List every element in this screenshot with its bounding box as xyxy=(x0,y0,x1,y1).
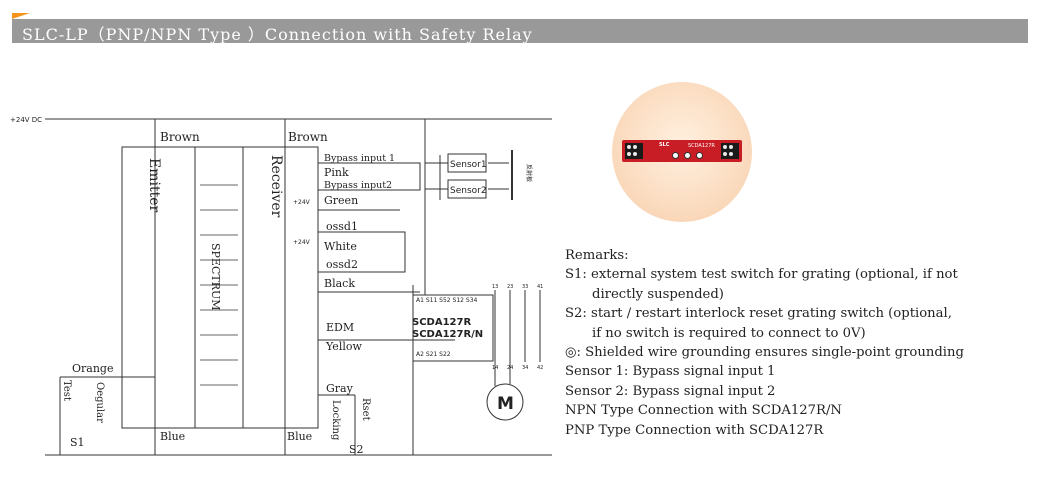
v24-label-a: +24V xyxy=(293,199,311,206)
s2-label: S2 xyxy=(349,443,364,456)
supply-label: +24V DC xyxy=(10,116,42,124)
term-33: 33 xyxy=(522,284,528,290)
edm-label: EDM xyxy=(326,321,354,334)
blue-right-label: Blue xyxy=(287,430,312,443)
s1-label: S1 xyxy=(70,436,85,449)
remark-s1: S1: external system test switch for grat… xyxy=(565,267,958,283)
receiver-box xyxy=(284,146,319,429)
module-led-3 xyxy=(696,152,703,159)
term-23: 23 xyxy=(507,284,513,290)
locking-label: Locking xyxy=(330,400,341,441)
white-label: White xyxy=(324,240,357,253)
emitter-box xyxy=(121,146,156,429)
relay-module-board: SLC SCDA127R xyxy=(622,140,742,162)
module-model: SCDA127R xyxy=(688,143,715,149)
remarks-panel: Remarks: S1: external system test switch… xyxy=(565,246,1015,440)
header-bar: SLC-LP（PNP/NPN Type ）Connection with Saf… xyxy=(12,13,1028,44)
ossd-group xyxy=(317,231,406,273)
green-label: Green xyxy=(324,194,358,207)
v24-label-b: +24V xyxy=(293,239,311,246)
yellow-label: Yellow xyxy=(325,340,362,353)
term-41: 41 xyxy=(537,284,543,290)
remark-s2-cont: if no switch is required to connect to 0… xyxy=(592,325,866,341)
test-label: Test xyxy=(61,380,72,401)
orange-label: Orange xyxy=(72,362,113,375)
motor-label: M xyxy=(497,394,514,414)
oegular-label: Oegular xyxy=(94,382,105,423)
remark-s2: S2: start / restart interlock reset grat… xyxy=(565,306,952,322)
relay-top-terms: A1 S11 S52 S12 S34 xyxy=(416,297,478,304)
remark-npn: NPN Type Connection with SCDA127R/N xyxy=(565,403,842,419)
reflector-label: 反射板 xyxy=(525,164,533,182)
sensor2-label: Sensor2 xyxy=(450,186,487,196)
relay-bottom-terms: A2 S21 S22 xyxy=(416,351,451,358)
receiver-label: Receiver xyxy=(268,155,284,218)
brown-left-label: Brown xyxy=(160,130,200,144)
brown-right-label: Brown xyxy=(288,130,328,144)
bypass1-label: Bypass input 1 xyxy=(324,153,395,164)
term-24: 24 xyxy=(507,365,513,371)
remark-shield: ◎: Shielded wire grounding ensures singl… xyxy=(565,345,964,361)
rset-label: Rset xyxy=(360,398,371,421)
sensor1-label: Sensor1 xyxy=(450,160,487,170)
ossd2-label: ossd2 xyxy=(326,258,358,271)
terminal-block-right xyxy=(721,143,739,159)
spectrum-box xyxy=(194,146,244,429)
remark-s1-cont: directly suspended) xyxy=(592,286,724,302)
term-34: 34 xyxy=(522,365,528,371)
module-led-1 xyxy=(672,152,679,159)
pink-label: Pink xyxy=(324,166,349,179)
term-13: 13 xyxy=(492,284,498,290)
emitter-label: Emitter xyxy=(146,158,162,213)
remark-sensor2: Sensor 2: Bypass signal input 2 xyxy=(565,383,776,399)
header-accent xyxy=(12,13,30,19)
black-label: Black xyxy=(324,277,355,290)
bypass2-label: Bypass input2 xyxy=(324,180,392,191)
blue-left-label: Blue xyxy=(160,430,185,443)
relay-model-2: SCDA127R/N xyxy=(412,329,483,340)
relay-box xyxy=(412,294,494,362)
ossd1-label: ossd1 xyxy=(326,220,358,233)
relay-module-image: SLC SCDA127R xyxy=(612,82,752,222)
module-logo: SLC xyxy=(659,142,670,148)
remark-sensor1: Sensor 1: Bypass signal input 1 xyxy=(565,364,776,380)
relay-model-1: SCDA127R xyxy=(412,317,471,328)
module-led-2 xyxy=(684,152,691,159)
motor-circle xyxy=(486,383,524,421)
bypass-group xyxy=(317,162,421,191)
gray-label: Gray xyxy=(326,382,354,395)
page-title: SLC-LP（PNP/NPN Type ）Connection with Saf… xyxy=(22,25,533,44)
term-42: 42 xyxy=(537,365,543,371)
remarks-title: Remarks: xyxy=(565,248,629,263)
terminal-block-left xyxy=(625,143,643,159)
remark-pnp: PNP Type Connection with SCDA127R xyxy=(565,422,824,438)
term-14: 14 xyxy=(492,365,498,371)
spectrum-label: SPECTRUM xyxy=(209,243,222,311)
